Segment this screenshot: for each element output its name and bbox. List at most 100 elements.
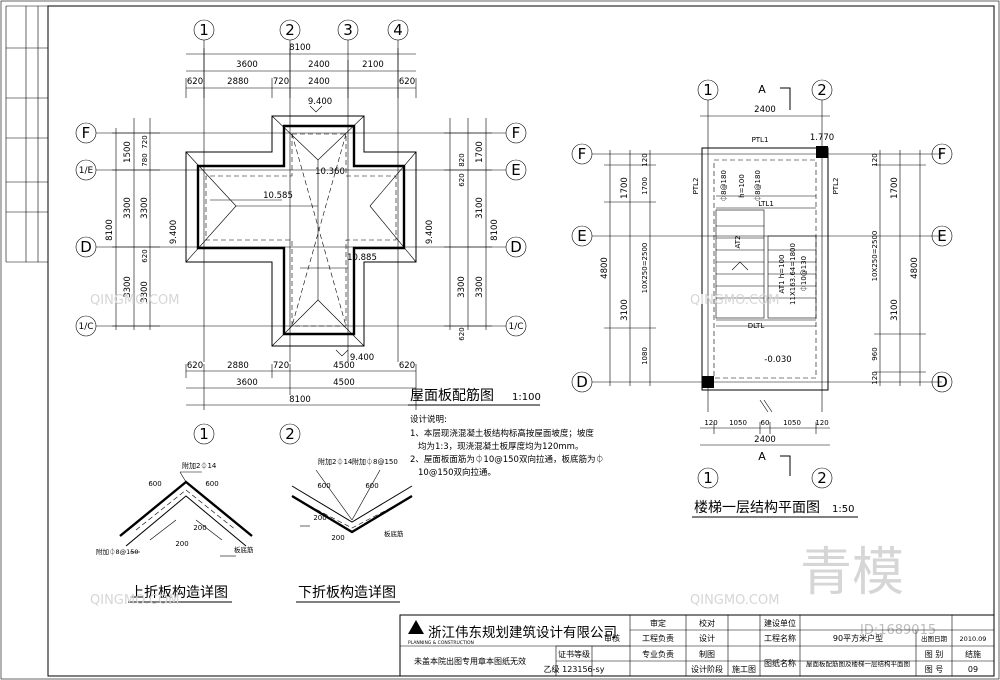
stair-dim-right2-960: 960 [871,347,879,360]
dim-left2-620: 620 [141,249,149,262]
elev-10360: 10.360 [315,167,345,177]
stair-axis-right-e: E [937,227,946,245]
lower-label-add-bars: 附加2⏀14 [318,457,353,466]
stair-axis-right-f: F [938,145,947,163]
notes-line-1: 1、本层现浇混凝土板结构标高按屋面坡度；坡度 [410,428,594,439]
elev-10885: 10.885 [347,253,377,263]
upper-label-200a: 200 [193,524,206,532]
upper-label-add-stirrups: 附加⏀8@150 [96,547,139,556]
stair-axis-top-2: 2 [817,81,827,99]
date-label: 出图日期 [921,634,948,643]
elev-9400-top: 9.400 [308,97,332,107]
project-value: 90平方米户型 [833,633,883,643]
stair-plan-scale: 1:50 [832,504,854,515]
client-label: 建设单位 [764,618,796,628]
dim-left2-3300b: 3300 [140,281,150,303]
roof-axis-top-1: 1 [199,21,209,39]
eng-lead-label: 工程负责 [642,633,674,643]
dim-bot-4500: 4500 [333,361,355,371]
watermark-brand-3: QINGMO.COM [90,593,179,608]
watermark-brand-1: QINGMO.COM [90,293,179,308]
stair-axis-left-f: F [578,145,587,163]
dim-top2-620a: 620 [187,77,203,87]
stair-labels: A A 2400 PTL1 PTL2 PTL2 LTL1 DLTL AT2 1.… [600,83,920,463]
lower-label-add-stirrups: 附加⏀8@150 [352,457,398,466]
number-label: 图 号 [925,665,944,674]
roof-axis-right-d: D [510,238,522,256]
dim-top-2400: 2400 [308,60,330,70]
label-dltl: DLTL [748,322,765,330]
upper-label-600a: 600 [148,480,161,488]
audit-label: 审定 [650,618,666,628]
label-at2: AT2 [734,236,742,249]
dim-bot-2880: 2880 [227,361,249,371]
dim-right-1700: 1700 [475,141,485,163]
stair-axis-bottom-2: 2 [817,469,827,487]
stage-value: 施工图 [732,664,756,674]
upper-label-bottom-bars: 板底筋 [234,545,254,554]
stair-axis-bubbles: 1 2 1 2 F E D F E D [571,79,953,489]
stair-dim-left2-120: 120 [641,153,649,166]
dim-bot-total: 8100 [289,395,311,405]
stair-column-sw [702,376,714,388]
sheet-name-label: 图纸名称 [764,658,796,668]
roof-plan-title: 屋面板配筋图 [410,387,494,404]
roof-axis-top-3: 3 [343,21,353,39]
beam-text-3: ⏀8@180 [753,170,762,202]
category-label: 图 别 [925,650,944,659]
dim-left-3300b: 3300 [123,276,133,298]
roof-axis-right-1c: 1/C [508,322,523,332]
stage-label: 设计阶段 [691,664,723,674]
review-label: 审核 [604,633,620,643]
design-notes: 设计说明: 1、本层现浇混凝土板结构标高按屋面坡度；坡度 均为1:3，现浇混凝土… [410,414,604,478]
dim-left-1500: 1500 [123,141,133,163]
label-ptl2-right: PTL2 [832,178,840,195]
lower-label-200a: 200 [313,514,326,522]
watermark-brand-4: QINGMO.COM [690,593,779,608]
stair-dim-left-outer: 4800 [600,257,610,279]
binding-strip [5,5,48,263]
dim-top-2100: 2100 [362,60,384,70]
spec-lead-label: 专业负责 [642,649,674,659]
stair-plan [592,87,942,476]
dim-top2-720: 720 [273,77,289,87]
company-logo-icon [408,620,424,634]
stair-axis-left-e: E [577,227,586,245]
notes-line-2: 均为1:3，现浇混凝土板厚度均为120mm。 [418,441,583,452]
roof-axis-top-4: 4 [393,21,403,39]
roof-axis-left-1c: 1/C [78,322,93,332]
dim-top-total: 8100 [289,43,311,53]
dim-right-3100: 3100 [475,197,485,219]
stair-dim-right2-120a: 120 [871,153,879,166]
roof-axis-bottom-2: 2 [285,425,295,443]
stair-dim-right-1700: 1700 [890,177,900,199]
roof-axis-left-1e: 1/E [79,166,94,176]
section-mark-top: A [758,83,766,96]
elev-9400-bottom: 9.400 [350,353,374,363]
watermark-brand-2: QINGMO.COM [690,293,779,308]
stair-axis-left-d: D [576,373,588,391]
dim-left2-720: 720 [141,135,149,148]
roof-axis-right-e: E [511,161,520,179]
category-value: 结施 [965,649,981,659]
title-block: PLANNING & CONSTRUCTION 浙江伟东规划建筑设计有限公司 未… [399,614,995,677]
dim-top2-2400: 2400 [308,77,330,87]
dim-bot2-4500: 4500 [333,378,355,388]
logo-caption: PLANNING & CONSTRUCTION [408,640,474,646]
lower-label-600b: 600 [365,482,378,490]
stair-dim-bot-1050a: 1050 [729,419,747,427]
lower-label-bottom-bars: 板底筋 [384,529,404,538]
stair-axis-right-d: D [936,373,948,391]
company-name: 浙江伟东规划建筑设计有限公司 [428,625,617,641]
stair-dim-left2-steps: 10X250=2500 [641,243,649,294]
stair-dim-right2-120b: 120 [871,371,879,384]
stair-dim-top: 2400 [754,105,776,115]
watermarks: 青模 QINGMO.COM QINGMO.COM QINGMO.COM QING… [90,293,936,638]
beam-text-6: ⏀10@130 [799,256,808,292]
watermark-id: ID:1689015 [860,623,936,638]
roof-dimensions: 8100 3600 2400 2100 620 2880 720 2400 62… [105,43,500,405]
design-label: 设计 [699,633,715,643]
beam-text-5: 11X163.64=1800 [789,243,797,305]
beam-text-2: h=100 [738,174,746,198]
stair-axis-top-1: 1 [703,81,713,99]
